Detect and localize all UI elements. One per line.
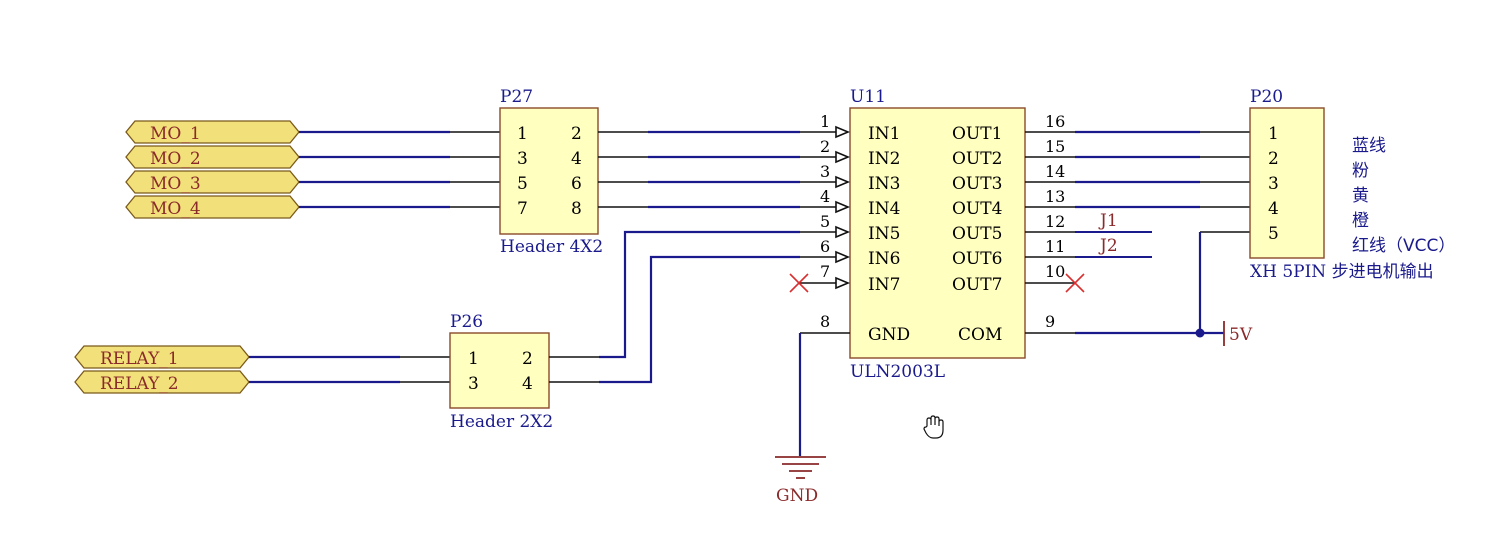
connector-p26[interactable]: P26 Header 2X2 1 2 3 4 xyxy=(449,312,553,432)
port-relay-2[interactable]: RELAY_2 xyxy=(74,370,250,394)
net-j1-label: J1 xyxy=(1098,211,1118,231)
u11-output-pins xyxy=(1025,131,1075,334)
wires-mo-to-p27 xyxy=(299,130,500,209)
p26-comment: Header 2X2 xyxy=(450,412,553,432)
u11-in6-num: 6 xyxy=(820,237,830,256)
no-connect-out7 xyxy=(1065,273,1085,293)
wire-color-notes: 蓝线 粉 黄 橙 红线（VCC） xyxy=(1352,136,1455,256)
u11-gnd-num: 8 xyxy=(820,312,830,331)
port-mo-3-label: MO_3 xyxy=(150,174,201,194)
u11-in5-name: IN5 xyxy=(868,224,900,244)
p27-pin-3: 3 xyxy=(517,149,528,169)
port-mo-1-label: MO_1 xyxy=(150,124,201,144)
note-wire-1: 蓝线 xyxy=(1352,136,1386,156)
ic-u11[interactable]: U11 ULN2003L 1 2 3 4 5 6 7 8 xyxy=(800,87,1075,382)
u11-gnd-name: GND xyxy=(868,325,910,345)
p26-pin-2: 2 xyxy=(522,349,533,369)
port-relay-1-label: RELAY_1 xyxy=(100,349,179,369)
net-j1: J1 xyxy=(1075,211,1152,233)
p20-pin-5: 5 xyxy=(1268,224,1279,244)
u11-out1-num: 16 xyxy=(1045,112,1065,131)
gnd-label: GND xyxy=(776,486,818,506)
connector-p20[interactable]: P20 XH 5PIN 步进电机输出 1 2 3 4 5 xyxy=(1249,87,1434,282)
port-mo-4[interactable]: MO_4 xyxy=(125,195,300,219)
wires-u11-to-p20 xyxy=(1075,130,1250,233)
net-vcc: 5V xyxy=(1075,232,1253,346)
port-relay-2-label: RELAY_2 xyxy=(100,374,179,394)
note-wire-3: 黄 xyxy=(1352,186,1369,206)
vcc-label: 5V xyxy=(1229,325,1253,345)
p27-pin-6: 6 xyxy=(571,174,582,194)
net-j2-label: J2 xyxy=(1098,236,1118,256)
p26-pin-4: 4 xyxy=(522,374,533,394)
u11-out1-name: OUT1 xyxy=(952,124,1002,144)
u11-in4-num: 4 xyxy=(820,187,830,206)
u11-in7-num: 7 xyxy=(820,262,830,281)
u11-out4-num: 13 xyxy=(1045,187,1065,206)
u11-in2-num: 2 xyxy=(820,137,830,156)
p20-pin-2: 2 xyxy=(1268,149,1279,169)
junction-dot xyxy=(1195,328,1205,338)
u11-in5-num: 5 xyxy=(820,212,830,231)
u11-out3-name: OUT3 xyxy=(952,174,1002,194)
p20-designator: P20 xyxy=(1250,87,1283,107)
p27-pin-4: 4 xyxy=(571,149,582,169)
u11-in7-name: IN7 xyxy=(868,275,900,295)
port-mo-1[interactable]: MO_1 xyxy=(125,120,300,144)
p27-pin-2: 2 xyxy=(571,124,582,144)
p20-pin-4: 4 xyxy=(1268,199,1279,219)
p26-designator: P26 xyxy=(450,312,483,332)
u11-out2-num: 15 xyxy=(1045,137,1065,156)
u11-out5-name: OUT5 xyxy=(952,224,1002,244)
u11-out5-num: 12 xyxy=(1045,212,1065,231)
u11-in2-name: IN2 xyxy=(868,149,900,169)
wires-p27-to-u11 xyxy=(598,130,800,209)
p27-pin-8: 8 xyxy=(571,199,582,219)
u11-in1-name: IN1 xyxy=(868,124,900,144)
u11-out4-name: OUT4 xyxy=(952,199,1002,219)
p27-pin-7: 7 xyxy=(517,199,528,219)
p20-comment: XH 5PIN 步进电机输出 xyxy=(1250,262,1434,282)
u11-out3-num: 14 xyxy=(1045,162,1065,181)
u11-com-num: 9 xyxy=(1045,312,1055,331)
port-mo-2-label: MO_2 xyxy=(150,149,201,169)
net-gnd: GND xyxy=(775,333,826,506)
u11-out7-name: OUT7 xyxy=(952,275,1002,295)
port-mo-4-label: MO_4 xyxy=(150,199,201,219)
note-wire-4: 橙 xyxy=(1352,211,1369,231)
u11-out6-num: 11 xyxy=(1045,237,1065,256)
p27-pin-1: 1 xyxy=(517,124,528,144)
u11-out7-num: 10 xyxy=(1045,262,1065,281)
p20-pin-1: 1 xyxy=(1268,124,1279,144)
p26-pin-3: 3 xyxy=(468,374,479,394)
u11-input-pins xyxy=(800,125,851,334)
no-connect-in7 xyxy=(789,273,809,293)
port-mo-3[interactable]: MO_3 xyxy=(125,170,300,194)
p26-pin-1: 1 xyxy=(468,349,479,369)
wires-p26-to-u11 xyxy=(549,230,800,384)
net-j2: J2 xyxy=(1075,236,1152,258)
p27-comment: Header 4X2 xyxy=(500,237,603,257)
wires-relay-to-p26 xyxy=(249,355,450,384)
u11-com-name: COM xyxy=(958,325,1002,345)
u11-in6-name: IN6 xyxy=(868,249,900,269)
p20-pin-3: 3 xyxy=(1268,174,1279,194)
u11-in3-num: 3 xyxy=(820,162,830,181)
connector-p27[interactable]: P27 Header 4X2 1 2 3 4 5 6 7 8 xyxy=(499,87,603,257)
port-mo-2[interactable]: MO_2 xyxy=(125,145,300,169)
note-wire-2: 粉 xyxy=(1352,161,1369,181)
u11-in4-name: IN4 xyxy=(868,199,900,219)
u11-out2-name: OUT2 xyxy=(952,149,1002,169)
port-relay-1[interactable]: RELAY_1 xyxy=(74,345,250,369)
u11-out6-name: OUT6 xyxy=(952,249,1002,269)
hand-cursor-icon xyxy=(923,415,944,439)
u11-comment: ULN2003L xyxy=(850,362,945,382)
u11-in1-num: 1 xyxy=(820,112,830,131)
note-wire-5: 红线（VCC） xyxy=(1352,236,1455,256)
p27-designator: P27 xyxy=(500,87,533,107)
u11-in3-name: IN3 xyxy=(868,174,900,194)
p27-pin-5: 5 xyxy=(517,174,528,194)
u11-designator: U11 xyxy=(850,87,886,107)
